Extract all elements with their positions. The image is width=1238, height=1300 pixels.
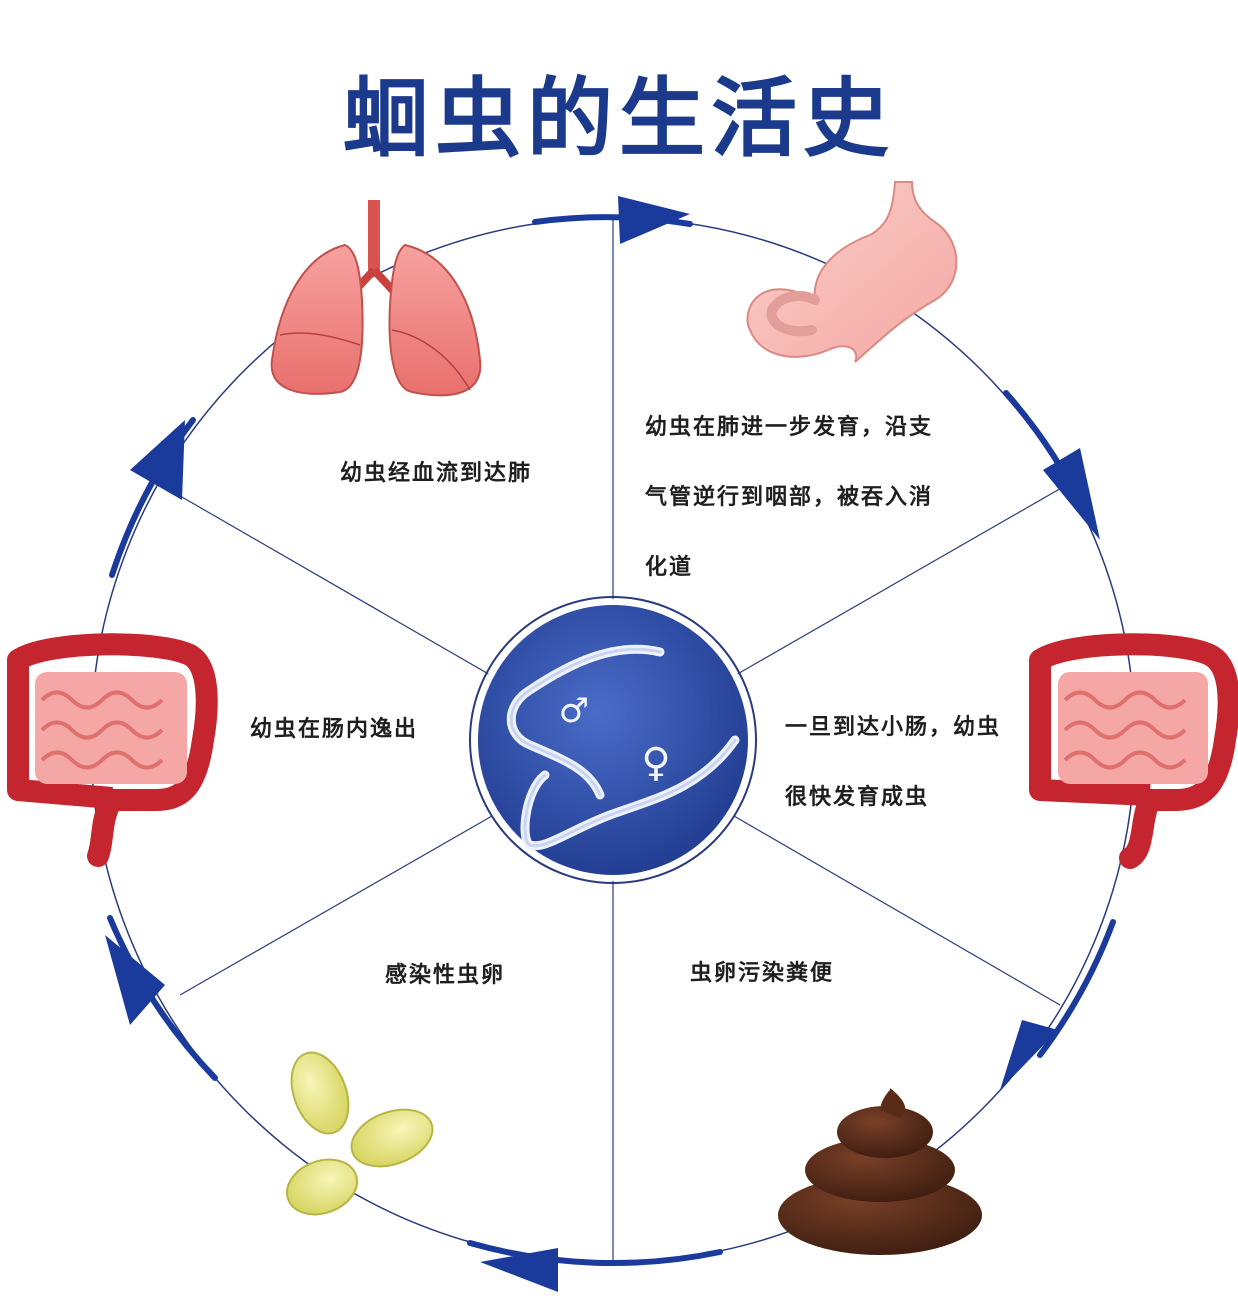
- label-line: 幼虫在肺进一步发育，沿支: [645, 414, 934, 440]
- label-line: 气管逆行到咽部，被吞入消: [645, 484, 934, 510]
- spoke-upper-left: [174, 492, 493, 677]
- right-intestine-icon: [1029, 633, 1238, 869]
- arrow-arc-top: [532, 214, 693, 227]
- spokes: [174, 218, 1071, 1262]
- arrowhead-lower-left: [105, 935, 165, 1025]
- arrow-arc-lower-right: [1037, 919, 1116, 1058]
- stomach-icon: [746, 181, 958, 363]
- spoke-upper-right: [733, 482, 1071, 677]
- egg: [290, 1051, 350, 1135]
- arrowhead-lower-right: [1000, 1020, 1058, 1090]
- label-line: 幼虫在肠内逸出: [250, 716, 419, 742]
- egg: [286, 1158, 358, 1216]
- left-intestine-icon: [7, 633, 218, 867]
- roundworm-icon: [506, 644, 740, 851]
- egg: [350, 1108, 434, 1168]
- page-title: 蛔虫的生活史: [343, 68, 895, 169]
- stage-label-small-intestine: 一旦到达小肠，幼虫 很快发育成虫: [785, 716, 1001, 808]
- label-line: 虫卵污染粪便: [690, 960, 835, 986]
- spoke-lower-right: [733, 815, 1061, 1006]
- arrowhead-upper-right: [1043, 448, 1100, 540]
- spoke-lower-left: [179, 815, 493, 996]
- arrowhead-upper-left: [130, 420, 185, 500]
- arrow-arc-lower-left: [107, 915, 218, 1081]
- stage-label-stomach: 幼虫在肺进一步发育，沿支 气管逆行到咽部，被吞入消 化道: [645, 416, 933, 578]
- label-line: 感染性虫卵: [385, 962, 506, 988]
- stage-label-intestine-escape: 幼虫在肠内逸出: [250, 718, 418, 740]
- label-line: 化道: [645, 554, 694, 580]
- arrowhead-top: [618, 196, 690, 244]
- center-badge: ♂ ♀: [469, 596, 757, 884]
- female-symbol: ♀: [641, 740, 670, 786]
- stage-label-lungs: 幼虫经血流到达肺: [340, 462, 532, 484]
- stage-label-eggs: 感染性虫卵: [385, 964, 505, 986]
- arrow-arc-bottom: [467, 1240, 723, 1267]
- feces-icon: [778, 1088, 982, 1255]
- label-line: 一旦到达小肠，幼虫: [785, 714, 1002, 740]
- lungs-icon: [270, 200, 482, 397]
- male-symbol: ♂: [559, 691, 589, 731]
- arrowhead-bottom: [480, 1248, 558, 1292]
- label-line: 很快发育成虫: [785, 784, 930, 810]
- eggs-icon: [286, 1051, 434, 1216]
- label-line: 幼虫经血流到达肺: [340, 460, 533, 486]
- stage-label-feces: 虫卵污染粪便: [690, 962, 834, 984]
- arrowheads: [105, 196, 1100, 1292]
